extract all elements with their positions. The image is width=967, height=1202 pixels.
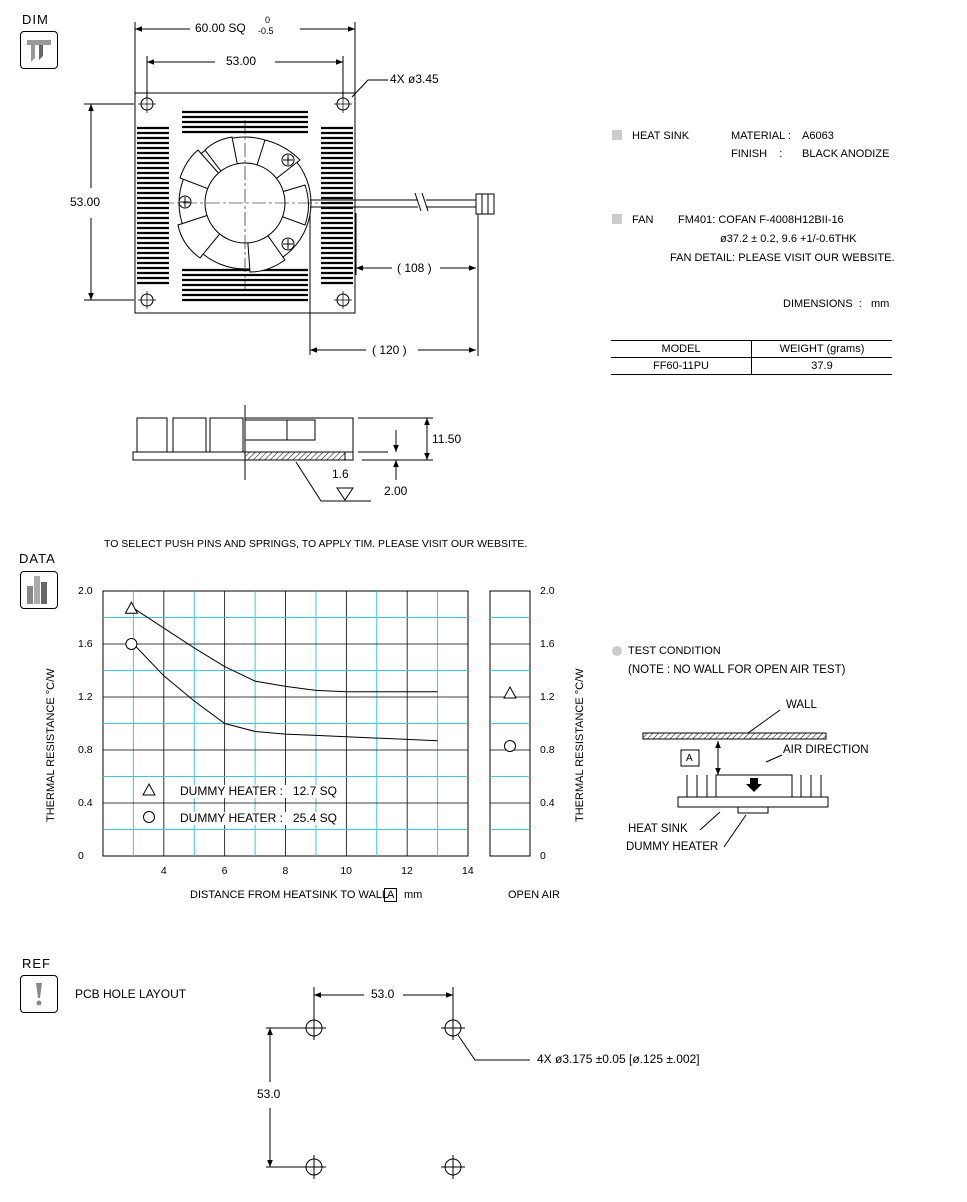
x-axis-label-box: A <box>384 888 398 902</box>
cable-length-108: ( 108 ) <box>397 261 432 275</box>
test-condition-bullet <box>612 646 622 656</box>
air-direction-label: AIR DIRECTION <box>783 744 869 756</box>
heat-sink-label: HEAT SINK <box>632 130 690 142</box>
x-tick-label: 12 <box>401 865 413 877</box>
fan-detail-note: FAN DETAIL: PLEASE VISIT OUR WEBSITE. <box>670 252 895 264</box>
series-line-2 <box>133 643 438 742</box>
material-value: A6063 <box>802 130 834 142</box>
open-air-marker-2 <box>504 740 516 753</box>
fan-label: FAN <box>632 214 654 226</box>
section-label-dim: DIM <box>22 12 49 27</box>
fan-rotor <box>177 136 312 273</box>
x-tick-label: 8 <box>282 865 289 877</box>
tolerance-upper: 0 <box>265 15 271 25</box>
y-tick-label: 0.4 <box>78 797 93 809</box>
finish-value: BLACK ANODIZE <box>802 148 890 160</box>
heat-sink-callout: HEAT SINK <box>628 823 688 835</box>
y-tick-label: 1.2 <box>540 691 555 703</box>
dummy-heater-callout: DUMMY HEATER <box>626 841 719 853</box>
y-tick-label: 1.2 <box>78 691 93 703</box>
caliper-icon <box>20 31 58 69</box>
heatsink-outline <box>134 92 356 314</box>
y-tick-label: 0 <box>78 850 84 862</box>
legend-25-4: DUMMY HEATER : 25.4 SQ <box>180 811 337 825</box>
mount-hole-note: 4X ø3.45 <box>390 72 439 86</box>
legend-12-7: DUMMY HEATER : 12.7 SQ <box>180 784 337 798</box>
table-header-row: MODEL WEIGHT (grams) <box>611 340 892 358</box>
open-air-marker-1 <box>503 685 517 699</box>
x-axis-unit: mm <box>404 889 423 901</box>
bar-chart-icon <box>20 571 58 609</box>
x-tick-label: 4 <box>160 865 167 877</box>
height-dim: 11.50 <box>432 432 462 446</box>
y-tick-label: 0.8 <box>78 744 93 756</box>
pcb-dim-y: 53.0 <box>257 1087 281 1101</box>
finish-label: FINISH : <box>731 148 783 160</box>
chart-y-label-left: THERMAL RESISTANCE °C/W <box>45 668 57 822</box>
open-air-label: OPEN AIR <box>508 889 560 901</box>
series-line-1 <box>133 607 438 693</box>
chart-plot-area <box>103 591 530 856</box>
weight-table: MODEL WEIGHT (grams) FF60-11PU 37.9 <box>611 340 892 375</box>
y-tick-label: 1.6 <box>78 638 93 650</box>
legend-symbol-1 <box>142 782 156 796</box>
fan-bullet <box>612 214 622 224</box>
x-tick-label: 14 <box>462 865 474 877</box>
tolerance-lower: -0.5 <box>258 26 274 36</box>
series-marker-1 <box>124 601 139 614</box>
table-cell-model: FF60-11PU <box>611 357 752 375</box>
y-tick-label: 2.0 <box>78 585 93 597</box>
material-label: MATERIAL : <box>731 130 791 142</box>
hole-spacing-x-dim: 53.00 <box>226 54 257 68</box>
pcb-layout-title: PCB HOLE LAYOUT <box>75 987 187 1001</box>
flatness-dim: 1.6 <box>332 467 349 481</box>
table-row: FF60-11PU 37.9 <box>611 357 892 375</box>
base-thickness-dim: 2.00 <box>384 484 408 498</box>
y-tick-label: 0.4 <box>540 797 555 809</box>
hole-spacing-y-dim: 53.00 <box>70 195 101 209</box>
section-label-data: DATA <box>19 551 56 566</box>
pcb-hole-note: 4X ø3.175 ±0.05 [ø.125 ±.002] <box>537 1052 700 1066</box>
chart-y-label-right: THERMAL RESISTANCE °C/W <box>574 668 586 822</box>
fan-model: FM401: COFAN F-4008H12BII-16 <box>678 214 844 226</box>
legend-symbol-2 <box>143 811 155 823</box>
test-condition-note: (NOTE : NO WALL FOR OPEN AIR TEST) <box>628 664 846 676</box>
cable-length-120: ( 120 ) <box>372 343 407 357</box>
table-header: WEIGHT (grams) <box>751 340 892 358</box>
y-tick-label: 2.0 <box>540 585 555 597</box>
section-label-ref: REF <box>22 956 51 971</box>
test-condition-title: TEST CONDITION <box>628 645 721 657</box>
distance-box-label: A <box>686 753 693 764</box>
overall-size-dim: 60.00 SQ <box>195 21 246 35</box>
exclamation-icon <box>20 975 58 1013</box>
x-axis-label: DISTANCE FROM HEATSINK TO WALL <box>190 889 389 901</box>
wall-label: WALL <box>786 699 817 711</box>
dimensions-unit: DIMENSIONS : mm <box>783 298 890 310</box>
table-cell-weight: 37.9 <box>751 357 892 375</box>
fan-size: ø37.2 ± 0.2, 9.6 +1/-0.6THK <box>720 233 857 245</box>
y-tick-label: 1.6 <box>540 638 555 650</box>
heat-sink-bullet <box>612 130 622 140</box>
y-tick-label: 0.8 <box>540 744 555 756</box>
y-tick-label: 0 <box>540 850 546 862</box>
table-header: MODEL <box>611 340 752 358</box>
pcb-dim-x: 53.0 <box>371 987 395 1001</box>
series-marker-2 <box>125 638 138 650</box>
x-tick-label: 10 <box>340 865 353 877</box>
tim-note: TO SELECT PUSH PINS AND SPRINGS, TO APPL… <box>104 538 528 550</box>
x-tick-label: 6 <box>221 865 228 877</box>
